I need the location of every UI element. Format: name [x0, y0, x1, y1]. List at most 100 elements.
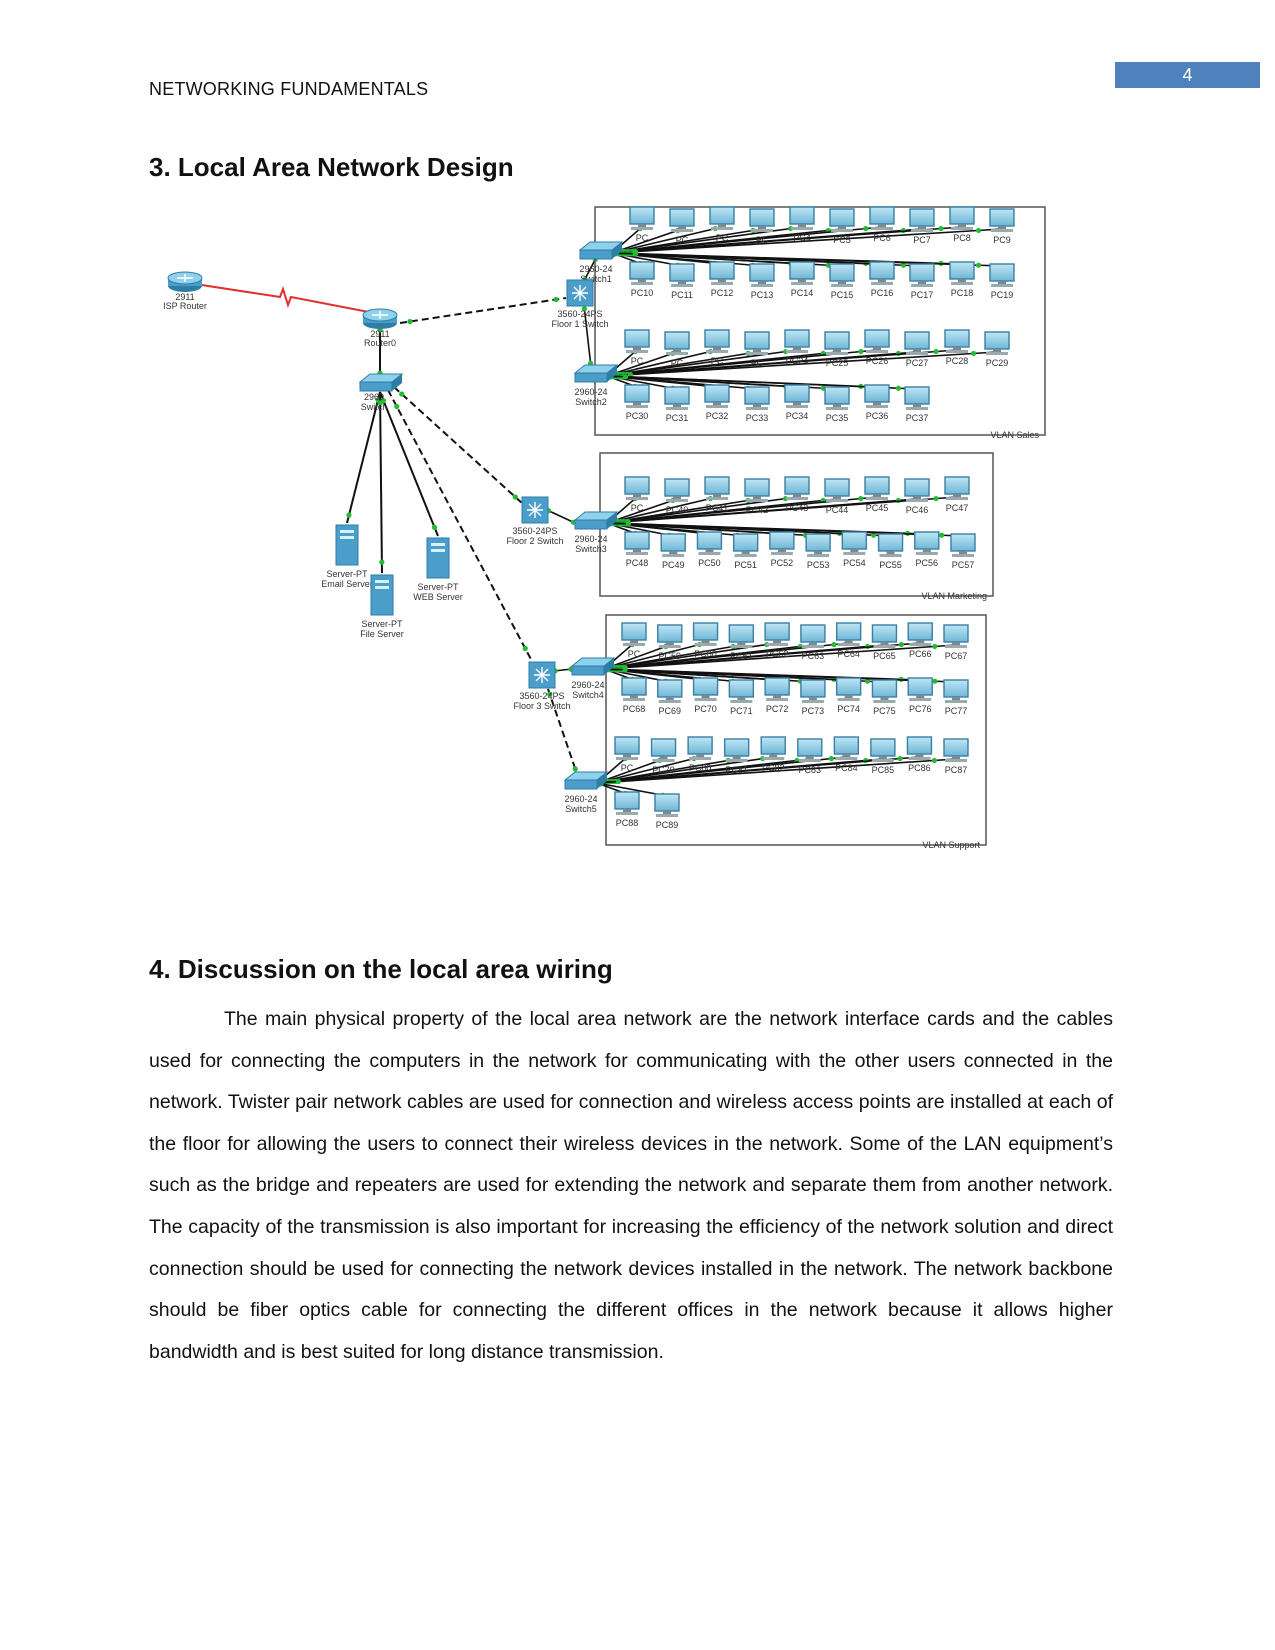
pc-icon: [629, 206, 655, 230]
pc-label: PC30: [626, 411, 649, 421]
pc-icon: [869, 261, 895, 285]
pc-icon: [624, 531, 650, 555]
pc-icon: [614, 791, 640, 815]
pc-icon: [723, 738, 750, 762]
switch-name-label: Switch5: [565, 804, 597, 814]
pc-icon: [904, 331, 930, 355]
pc-label: PC36: [866, 411, 889, 421]
floor-switch-name-label: Floor 2 Switch: [506, 536, 563, 546]
pc-icon: [692, 622, 719, 646]
pc-label: PC89: [656, 820, 679, 830]
core-switch-icon: [358, 373, 404, 392]
pc-label: PC77: [945, 706, 968, 716]
pc-label: PC46: [906, 505, 929, 515]
pc-label: PC42: [746, 505, 769, 515]
server-name-label: WEB Server: [413, 592, 463, 602]
pc-icon: [869, 206, 895, 230]
switch-name-label: Switch4: [572, 690, 604, 700]
pc-label: PC64: [837, 649, 860, 659]
pc-icon: [829, 208, 855, 232]
pc-icon: [824, 386, 850, 410]
discussion-paragraph: The main physical property of the local …: [149, 1008, 1113, 1363]
pc-icon: [704, 476, 730, 500]
vlan-label: VLAN Support: [922, 840, 980, 850]
pc-icon: [749, 263, 775, 287]
floor-switch-name-label: Floor 3 Switch: [513, 701, 570, 711]
pc-label: PC24: [786, 356, 809, 366]
pc-label: PC47: [946, 503, 969, 513]
pc-icon: [797, 738, 823, 762]
pc-icon: [904, 386, 930, 410]
pc-label: PC31: [666, 413, 689, 423]
server-icon: [370, 574, 394, 616]
pc-icon: [704, 329, 730, 353]
pc-icon: [949, 206, 975, 230]
pc-label: PC11: [671, 290, 693, 300]
page-number: 4: [1115, 62, 1260, 88]
pc-icon: [728, 679, 755, 703]
pc-label: PC8: [953, 233, 971, 243]
pc-label: PC14: [791, 288, 814, 298]
access-switch-icon: [573, 364, 619, 383]
pc-icon: [914, 531, 940, 555]
pc-label: PC74: [837, 704, 860, 714]
pc-label: PC: [671, 358, 684, 368]
pc-icon: [657, 679, 683, 703]
pc-icon: [864, 476, 890, 500]
pc-label: PC33: [746, 413, 769, 423]
pc-label: PC81: [725, 765, 748, 775]
pc-label: PC79: [652, 765, 675, 775]
pc-icon: [949, 261, 975, 285]
section-heading-lan-design: 3. Local Area Network Design: [149, 152, 514, 182]
pc-icon: [732, 533, 759, 557]
pc-icon: [744, 331, 770, 355]
pc-icon: [669, 208, 695, 232]
pc-label: PC9: [993, 235, 1011, 245]
pc-icon: [944, 329, 970, 353]
pc-label: PC19: [991, 290, 1014, 300]
pc-label: PC12: [711, 288, 734, 298]
pc-icon: [654, 793, 680, 817]
server-icon: [426, 537, 450, 579]
pc-icon: [784, 476, 810, 500]
pc-icon: [764, 622, 790, 646]
pc-icon: [907, 622, 933, 646]
pc-label: PC: [711, 356, 724, 366]
access-switch-icon: [578, 241, 624, 260]
pc-label: PC57: [952, 560, 975, 570]
pc-label: PC54: [843, 558, 866, 568]
pc-icon: [749, 208, 775, 232]
pc-label: PC65: [873, 651, 896, 661]
pc-icon: [864, 329, 890, 353]
pc-icon: [835, 677, 862, 701]
pc-label: PC45: [866, 503, 889, 513]
running-header: NETWORKING FUNDAMENTALS: [149, 79, 429, 99]
core-switch-name-label: Switch: [361, 402, 388, 412]
pc-label: PC: [631, 356, 644, 366]
pc-label: PC: [751, 358, 764, 368]
pc-icon: [871, 624, 898, 648]
pc-icon: [704, 384, 730, 408]
pc-label: PC28: [946, 356, 969, 366]
pc-icon: [909, 263, 935, 287]
pc-icon: [829, 263, 855, 287]
pc-icon: [692, 677, 719, 701]
pc-icon: [789, 261, 815, 285]
pc-icon: [621, 677, 647, 701]
pc-label: PC61: [730, 651, 753, 661]
pc-label: PC15: [831, 290, 854, 300]
multilayer-switch-icon: [566, 279, 594, 307]
pc-label: PC7: [913, 235, 931, 245]
pc-label: PC87: [945, 765, 968, 775]
pc-icon: [800, 624, 826, 648]
pc-label: PC27: [906, 358, 929, 368]
pc-label: PC83: [799, 765, 822, 775]
pc-label: PC10: [631, 288, 654, 298]
pc-icon: [614, 736, 640, 760]
pc-icon: [760, 736, 786, 760]
pc-icon: [824, 478, 850, 502]
pc-icon: [709, 206, 735, 230]
pc-label: PC55: [879, 560, 902, 570]
pc-label: PC48: [626, 558, 649, 568]
